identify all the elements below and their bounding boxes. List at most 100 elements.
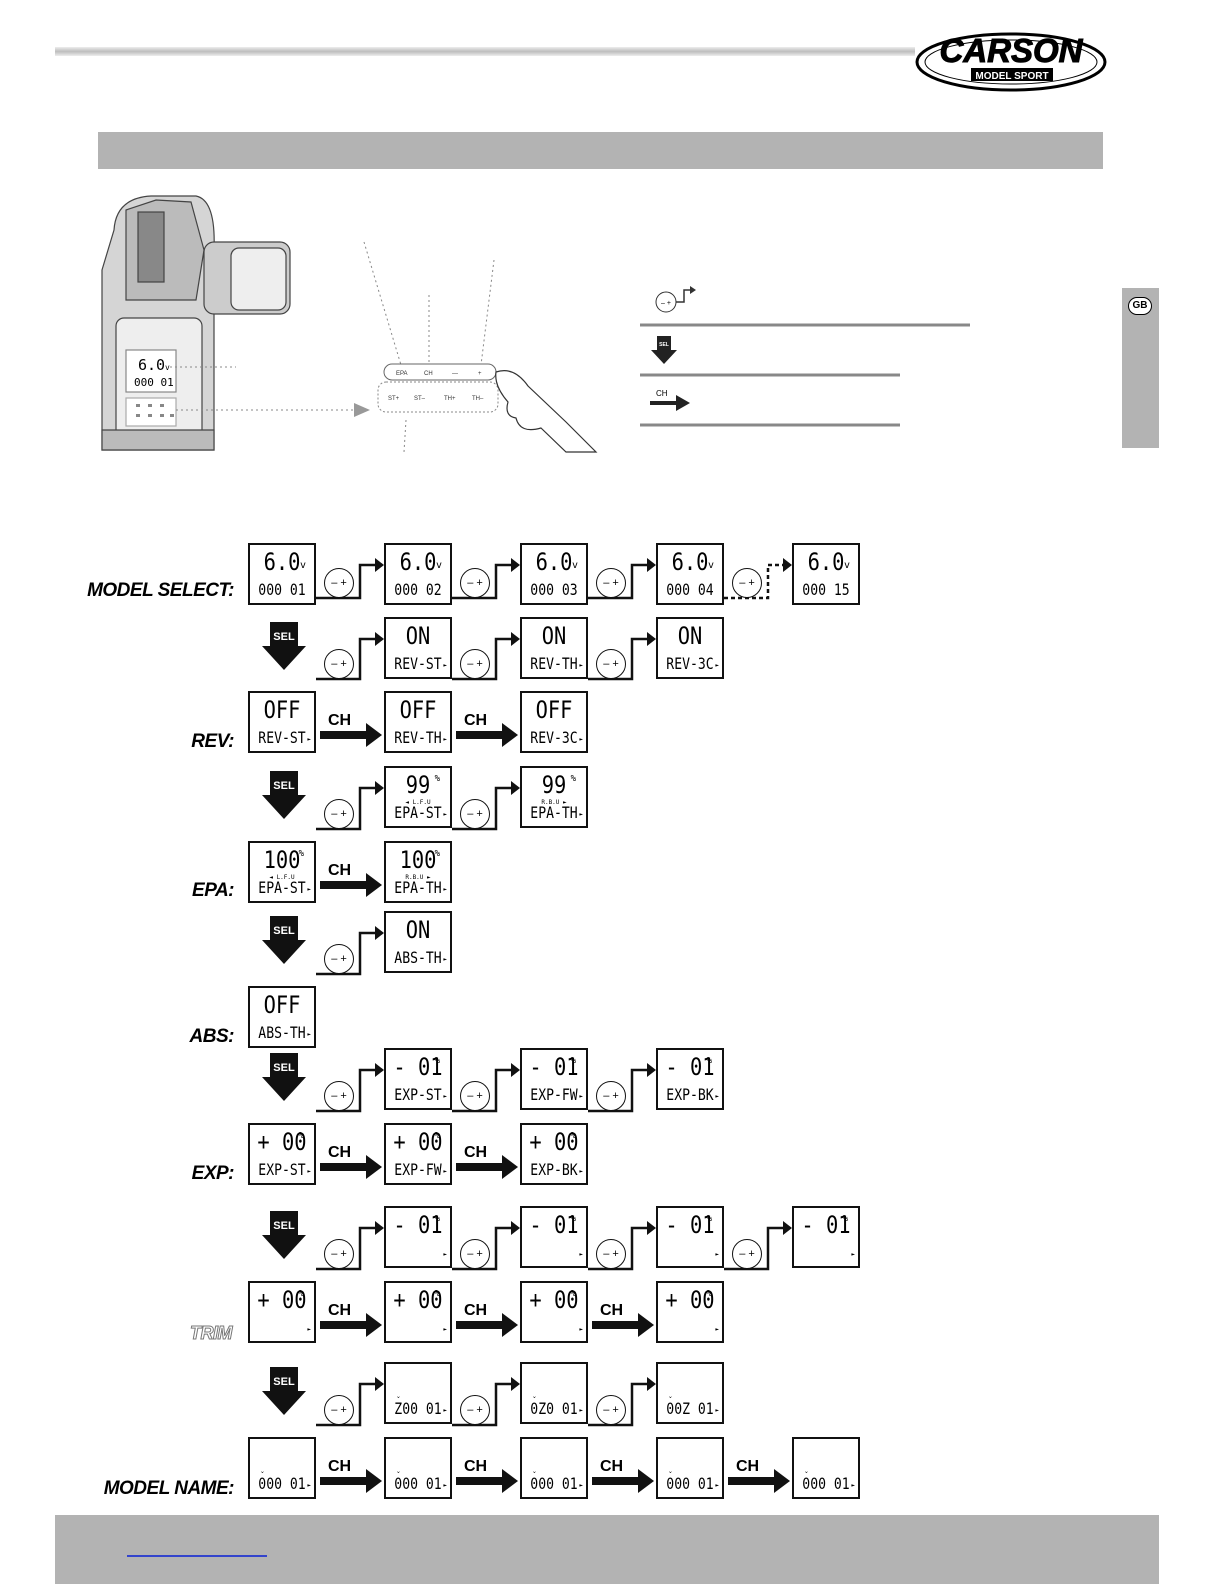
keypad-bottom-row — [377, 381, 499, 413]
connector-line — [316, 637, 376, 681]
sel-arrow-icon: SEL — [262, 771, 306, 819]
rev-alt-screen-big: ON — [541, 622, 567, 650]
pm-arrowhead-icon — [375, 1221, 384, 1235]
exp-screen-big: + 00 — [393, 1128, 443, 1156]
epa-alt-screen-sub: R.B.U ► — [541, 799, 567, 806]
trim-alt-screen: - 01%► — [656, 1206, 724, 1268]
model_name-screen-cursor-icon: ► — [443, 1482, 447, 1489]
model_name-screen-cursor-icon: ► — [851, 1482, 855, 1489]
epa-alt-screen-cursor-icon: ► — [579, 811, 583, 818]
connector-line — [724, 1226, 784, 1271]
blink-indicator-icon: ˇ — [668, 1471, 673, 1480]
trim-alt-screen-cursor-icon: ► — [851, 1251, 855, 1258]
sel-arrow-icon: SEL — [262, 1053, 306, 1101]
exp-alt-screen-cursor-icon: ► — [715, 1093, 719, 1100]
epa-screen-cursor-icon: ► — [443, 886, 447, 893]
plus-minus-key-icon: – + — [460, 1395, 490, 1425]
model_name-alt-screen-mid: 00Z 01 — [666, 1399, 714, 1418]
connector-line — [588, 563, 648, 600]
trim-screen-pct: % — [706, 1289, 712, 1299]
connector-line — [316, 563, 376, 600]
ch-arrow-icon: CH — [456, 1302, 518, 1337]
rev-screen-mid: REV-3C — [530, 728, 578, 747]
sel-arrow-icon: SEL — [262, 1367, 306, 1415]
exp-alt-screen-pct: % — [570, 1056, 576, 1066]
abs-screen-big: OFF — [263, 991, 301, 1019]
ch-arrow-icon: CH — [592, 1302, 654, 1337]
trim-screen-cursor-icon: ► — [307, 1326, 311, 1333]
pm-arrowhead-icon — [647, 1377, 656, 1391]
svg-text:CH: CH — [328, 712, 351, 729]
trim-screen-big: + 00 — [393, 1286, 443, 1314]
exp-screen-mid: EXP-ST — [258, 1160, 306, 1179]
trim-screen-cursor-icon: ► — [715, 1326, 719, 1333]
legend-plus-minus: – + — [655, 286, 696, 313]
pm-arrowhead-icon — [375, 558, 384, 572]
exp-screen-cursor-icon: ► — [579, 1168, 583, 1175]
footer-link[interactable] — [127, 1555, 267, 1557]
overview-keys-dots — [136, 404, 174, 417]
label-exp: EXP: — [191, 1163, 235, 1184]
plus-minus-key-icon: – + — [460, 1239, 490, 1269]
ch-arrow-icon: CH — [728, 1458, 790, 1493]
plus-minus-key-icon: – + — [596, 1081, 626, 1111]
legend-pm-text: – + — [661, 300, 671, 307]
trim-alt-screen-big: - 01 — [529, 1211, 579, 1239]
epa-alt-screen-big: 99 — [405, 771, 431, 799]
connector-line — [452, 1068, 512, 1113]
exp-alt-screen-mid: EXP-BK — [666, 1085, 714, 1104]
trim-alt-screen-cursor-icon: ► — [443, 1251, 447, 1258]
sel-arrow-icon: SEL — [262, 622, 306, 670]
rev-screen-mid: REV-TH — [394, 728, 442, 747]
exp-alt-screen: - 01%EXP-BK► — [656, 1048, 724, 1110]
ch-arrow-icon: CH — [320, 862, 382, 897]
connector-line — [588, 1382, 648, 1427]
sel-arrow-icon: SEL — [262, 916, 306, 964]
label-rev: REV: — [191, 731, 234, 752]
plus-minus-key-icon: – + — [324, 1239, 354, 1269]
exp-screen-mid: EXP-BK — [530, 1160, 578, 1179]
ch-arrow-icon: CH — [592, 1458, 654, 1493]
rev-alt-screen-cursor-icon: ► — [715, 662, 719, 669]
pm-arrowhead-icon — [511, 558, 520, 572]
epa-screen-pct: % — [298, 849, 304, 859]
header-rule — [55, 47, 915, 56]
trim-screen-cursor-icon: ► — [443, 1326, 447, 1333]
legend-ch-text: CH — [656, 389, 668, 398]
model_name-screen: 000 01►ˇ — [792, 1437, 860, 1499]
model-select-screen-unit: v — [843, 560, 850, 571]
connector-line — [316, 1068, 376, 1113]
pm-arrowhead-icon — [375, 1063, 384, 1077]
rev-alt-screen-mid: REV-ST — [394, 654, 442, 673]
exp-alt-screen-big: - 01 — [393, 1053, 443, 1081]
pm-arrowhead-icon — [375, 1377, 384, 1391]
model_name-alt-screen: 00Z 01►ˇ — [656, 1362, 724, 1424]
abs-alt-screen-cursor-icon: ► — [443, 956, 447, 963]
pm-arrowhead-icon — [783, 558, 792, 572]
plus-minus-key-icon: – + — [324, 944, 354, 974]
model_name-alt-screen-mid: Z00 01 — [394, 1399, 442, 1418]
key-st-minus: ST– — [414, 396, 426, 402]
epa-alt-screen-pct: % — [434, 774, 440, 784]
plus-minus-key-icon: – + — [324, 1081, 354, 1111]
model_name-screen-mid: 000 01 — [802, 1474, 850, 1493]
abs-screen-mid: ABS-TH — [258, 1023, 306, 1042]
epa-alt-screen-pct: % — [570, 774, 576, 784]
logo-tagline: MODEL SPORT — [975, 71, 1048, 82]
rev-screen-big: OFF — [399, 696, 437, 724]
exp-screen: + 00%EXP-FW► — [384, 1123, 452, 1185]
svg-text:SEL: SEL — [273, 1220, 295, 1232]
pm-arrowhead-icon — [511, 781, 520, 795]
model_name-screen-mid: 000 01 — [258, 1474, 306, 1493]
model_name-screen-cursor-icon: ► — [307, 1482, 311, 1489]
plus-minus-key-icon: – + — [732, 1239, 762, 1269]
plus-minus-key-icon: – + — [460, 799, 490, 829]
finger-illustration — [495, 370, 598, 453]
connector-line — [316, 786, 376, 831]
